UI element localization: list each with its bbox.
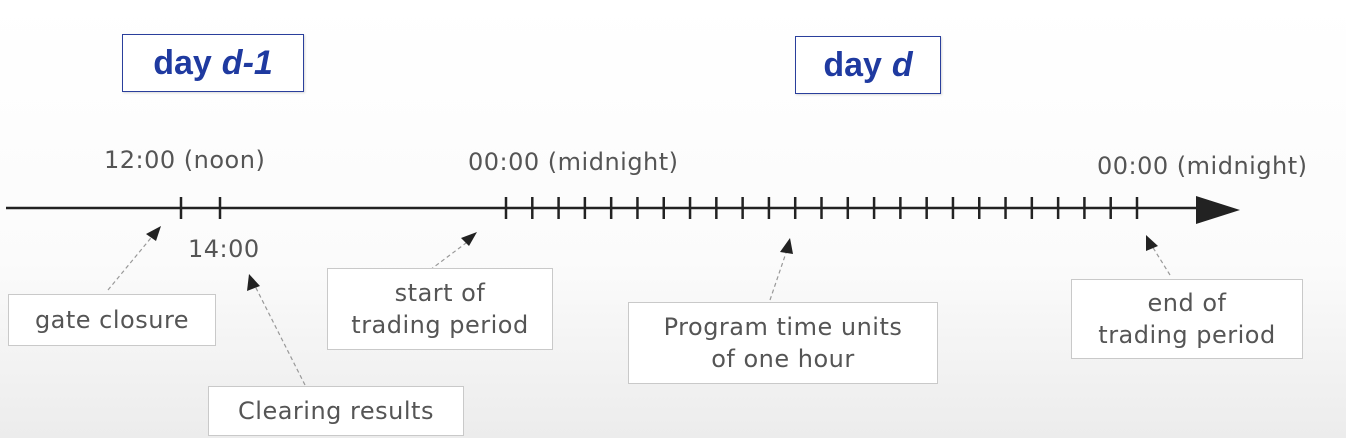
end-line1: end of: [1147, 289, 1227, 317]
end-trading-note: end of trading period: [1071, 279, 1303, 359]
clearing-results-note: Clearing results: [208, 386, 464, 436]
start-line2: trading period: [351, 311, 529, 339]
units-line1: Program time units: [663, 313, 903, 341]
end-pointer: [1151, 245, 1171, 276]
start-trading-note: start of trading period: [327, 268, 553, 350]
day-curr-box: day d: [795, 36, 941, 94]
hour-ticks: [504, 197, 1139, 219]
day-curr-var: d: [891, 45, 913, 84]
gate-closure-note: gate closure: [8, 294, 216, 346]
midnight-end-label: 00:00 (midnight): [1097, 152, 1308, 180]
gate-closure-pointer: [107, 232, 156, 291]
end-arrow-head: [1146, 235, 1158, 251]
units-pointer: [769, 249, 788, 301]
midnight-start-label: 00:00 (midnight): [468, 148, 679, 176]
units-arrow-head: [780, 238, 793, 254]
gate-closure-arrow-head: [146, 226, 161, 241]
clearing-results-arrow-head: [247, 274, 260, 291]
clearing-results-text: Clearing results: [238, 397, 434, 425]
day-prev-box: day d-1: [122, 34, 304, 92]
clearing-time-label: 14:00: [188, 235, 260, 263]
start-pointer: [429, 239, 471, 271]
day-curr-prefix: day: [823, 45, 882, 84]
gate-closure-text: gate closure: [34, 306, 190, 334]
end-line2: trading period: [1098, 321, 1276, 349]
program-units-note: Program time units of one hour: [628, 302, 938, 384]
start-line1: start of: [394, 279, 486, 307]
start-arrow-head: [461, 232, 477, 246]
day-prev-var: d-1: [221, 43, 273, 82]
clearing-results-pointer: [253, 283, 306, 386]
axis-arrowhead: [1196, 196, 1240, 224]
units-line2: of one hour: [711, 345, 855, 373]
day-prev-prefix: day: [153, 43, 212, 82]
noon-label: 12:00 (noon): [104, 146, 266, 174]
